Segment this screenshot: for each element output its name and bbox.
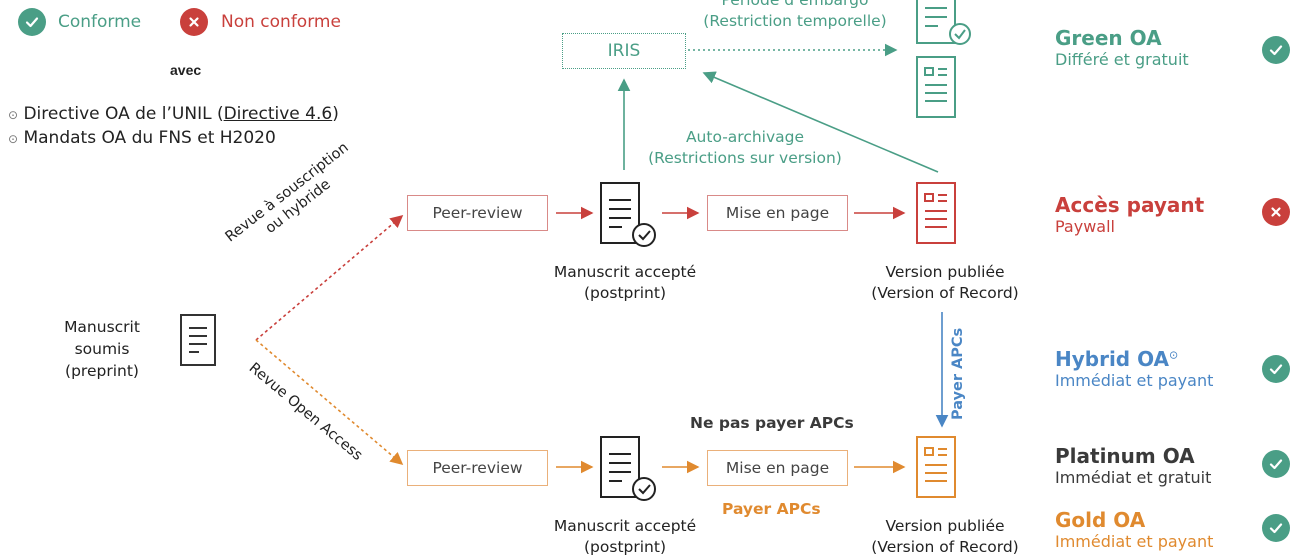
category-subtitle: Paywall [1055, 217, 1115, 236]
bottom-peer-review-box: Peer-review [407, 450, 548, 486]
open-lock-icon: ⊙ [8, 132, 19, 146]
category-green: Green OA Différé et gratuit [1055, 26, 1189, 69]
published-document-icon [916, 436, 956, 498]
category-title: Accès payant [1055, 193, 1205, 217]
category-hybrid: Hybrid OA⊙ Immédiat et payant [1055, 347, 1213, 390]
check-icon [1262, 514, 1290, 542]
self-archive-label: Auto-archivage (Restrictions sur version… [630, 127, 860, 169]
category-subtitle: Immédiat et payant [1055, 532, 1214, 551]
bottom-published-line1: Version publiée [885, 517, 1005, 535]
submission-label: Manuscrit soumis (preprint) [42, 316, 162, 382]
submission-line1: Manuscrit [64, 318, 140, 336]
hybrid-payer-apcs-label: Payer APCs [950, 327, 966, 420]
category-title: Hybrid OA⊙ [1055, 347, 1213, 371]
check-icon [1262, 355, 1290, 383]
cross-icon [1262, 198, 1290, 226]
category-gold: Gold OA Immédiat et payant [1055, 508, 1213, 551]
published-document-icon [916, 182, 956, 244]
top-published-label: Version publiée (Version of Record) [850, 262, 1040, 304]
no-apc-label: Ne pas payer APCs [690, 414, 854, 432]
directive-prefix: Directive OA de l’UNIL ( [23, 104, 224, 124]
pay-apc-label: Payer APCs [722, 500, 821, 518]
top-accepted-line2: (postprint) [584, 284, 666, 302]
check-icon [1262, 450, 1290, 478]
bottom-published-label: Version publiée (Version of Record) [850, 516, 1040, 558]
mandats-label: Mandats OA du FNS et H2020 [23, 128, 276, 148]
legend-conforme-label: Conforme [58, 12, 142, 32]
category-subtitle: Immédiat et gratuit [1055, 468, 1212, 487]
bottom-accepted-label: Manuscrit accepté (postprint) [530, 516, 720, 558]
category-title-text: Hybrid OA [1055, 347, 1170, 371]
submission-line3: (preprint) [65, 362, 139, 380]
legend-avec-label: avec [170, 62, 202, 78]
legend-non-conforme-label: Non conforme [221, 12, 341, 32]
embargo-label: Période d’embargo (Restriction temporell… [680, 0, 910, 32]
category-title: Gold OA [1055, 508, 1146, 532]
self-archive-line1: Auto-archivage [685, 128, 805, 146]
category-subtitle: Immédiat et payant [1055, 371, 1214, 390]
check-icon [1262, 36, 1290, 64]
legend-cross-icon [180, 8, 208, 36]
bottom-mise-en-page-box: Mise en page [707, 450, 848, 486]
top-published-line2: (Version of Record) [871, 284, 1019, 302]
legend-directive-line: ⊙ Directive OA de l’UNIL (Directive 4.6) [8, 104, 339, 124]
category-title: Green OA [1055, 26, 1162, 50]
category-paywall: Accès payant Paywall [1055, 193, 1204, 236]
top-peer-review-box: Peer-review [407, 195, 548, 231]
embargo-line2: (Restriction temporelle) [703, 12, 887, 30]
iris-box: IRIS [562, 33, 686, 69]
embargo-line1: Période d’embargo [721, 0, 869, 9]
top-accepted-line1: Manuscrit accepté [553, 263, 697, 281]
category-title: Platinum OA [1055, 444, 1195, 468]
bottom-accepted-line1: Manuscrit accepté [553, 517, 697, 535]
published-document-icon [916, 56, 956, 118]
directive-link[interactable]: Directive 4.6 [223, 104, 333, 124]
open-lock-icon: ⊙ [8, 108, 19, 122]
bottom-published-line2: (Version of Record) [871, 538, 1019, 556]
submission-line2: soumis [74, 340, 130, 358]
top-accepted-label: Manuscrit accepté (postprint) [530, 262, 720, 304]
category-platinum: Platinum OA Immédiat et gratuit [1055, 444, 1211, 487]
category-subtitle: Différé et gratuit [1055, 50, 1189, 69]
top-mise-en-page-box: Mise en page [707, 195, 848, 231]
document-icon [180, 314, 216, 366]
directive-suffix: ) [332, 104, 339, 124]
document-check-icon [600, 182, 656, 247]
legend-check-icon [18, 8, 46, 36]
bottom-accepted-line2: (postprint) [584, 538, 666, 556]
document-check-icon [600, 436, 656, 501]
self-archive-line2: (Restrictions sur version) [648, 149, 842, 167]
open-lock-icon: ⊙ [1169, 348, 1179, 362]
document-check-icon [916, 0, 971, 45]
top-published-line1: Version publiée [885, 263, 1005, 281]
legend-mandats-line: ⊙ Mandats OA du FNS et H2020 [8, 128, 276, 148]
